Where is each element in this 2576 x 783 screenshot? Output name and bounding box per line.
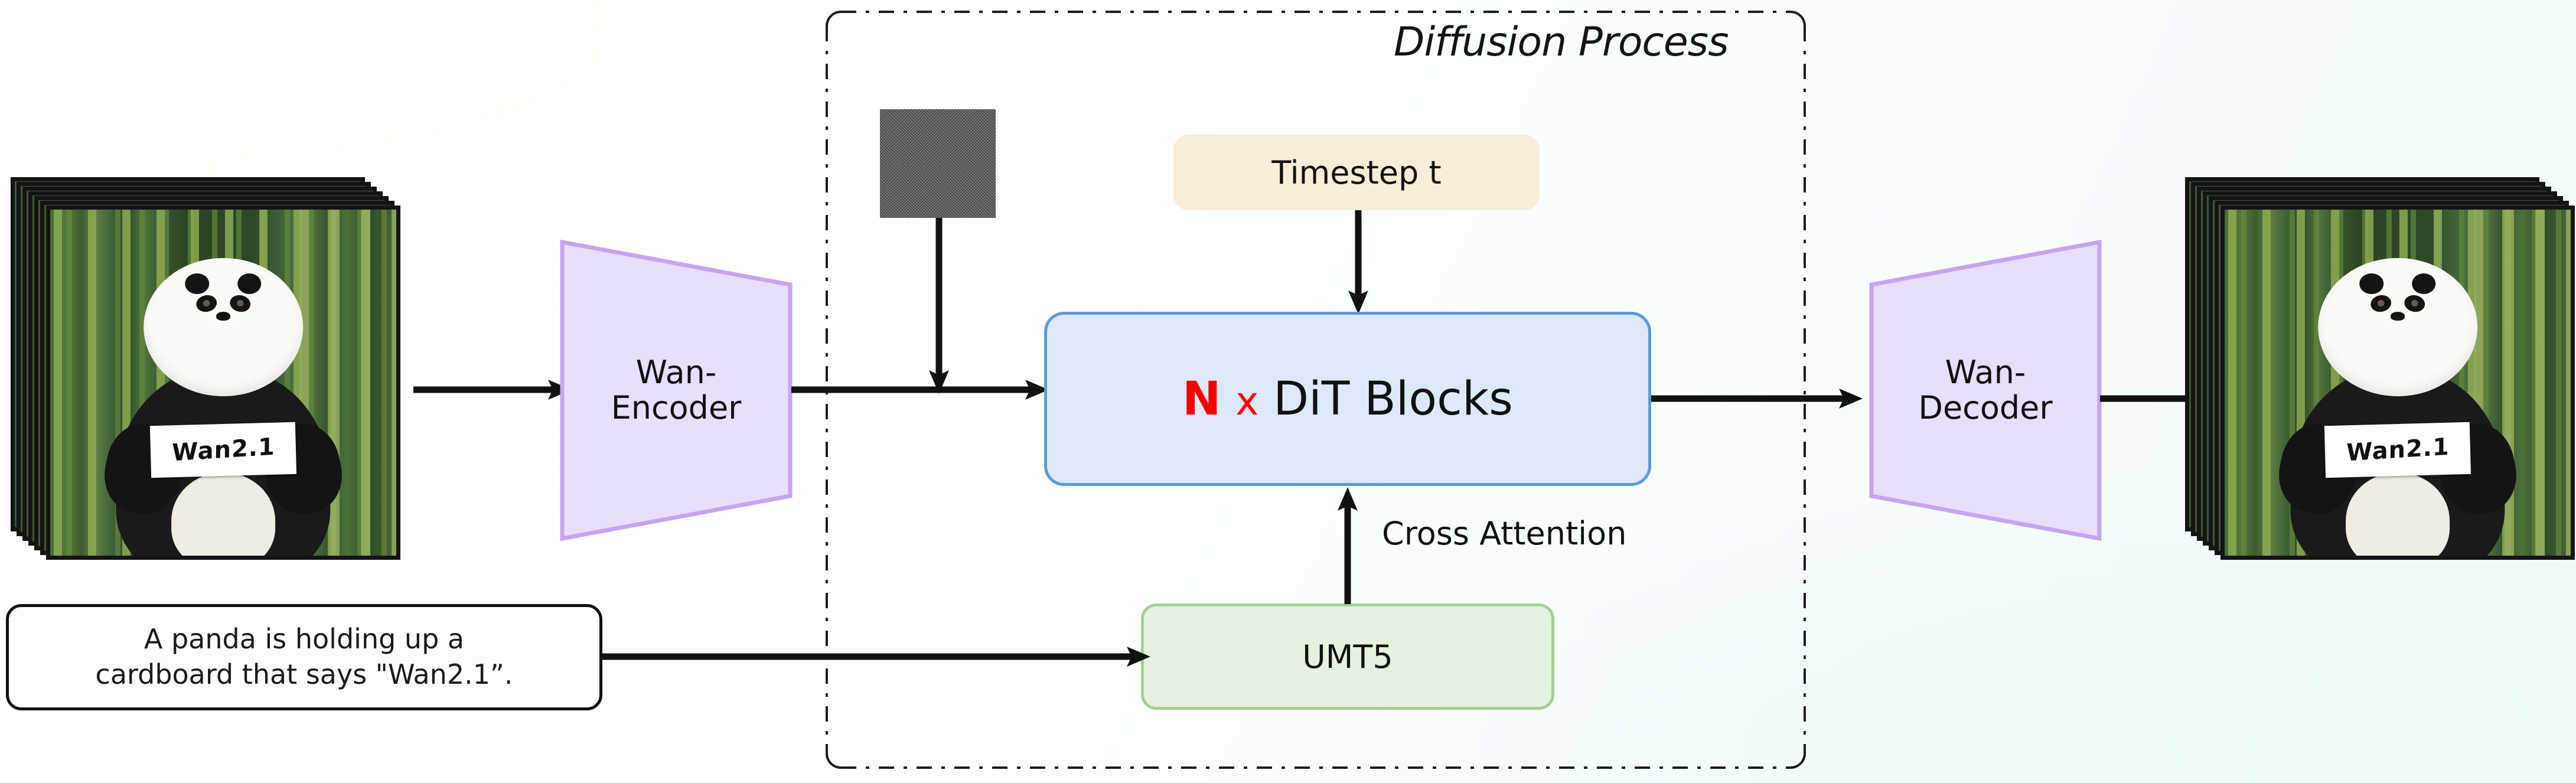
panda-eye-left [194, 293, 219, 314]
cardboard-sign-text: Wan2.1 [171, 433, 275, 467]
cardboard-sign-text: Wan2.1 [2346, 433, 2450, 467]
edge-timestep-to-dit [1345, 210, 1371, 315]
wan-encoder-label: Wan- Encoder [611, 353, 742, 426]
dit-blocks-text: DiT Blocks [1273, 372, 1513, 426]
panda-ear-left [2359, 273, 2383, 294]
text-prompt-line-1: A panda is holding up a [144, 623, 465, 655]
panda-pupil-right [2410, 299, 2419, 308]
panda-head [144, 258, 303, 397]
text-prompt-box[interactable]: A panda is holding up a cardboard that s… [6, 604, 602, 710]
cardboard-sign: Wan2.1 [2324, 422, 2471, 478]
dit-repeat-count: N [1182, 372, 1221, 426]
panda-nose [216, 312, 231, 321]
panda-ear-right [237, 273, 262, 294]
cross-attention-label: Cross Attention [1382, 515, 1627, 552]
output-video-frame-stack: Wan2.1 [2185, 177, 2575, 590]
input-video-frame-stack: Wan2.1 [11, 177, 400, 590]
timestep-block[interactable]: Timestep t [1173, 135, 1540, 210]
dit-blocks-block[interactable]: N x DiT Blocks [1044, 312, 1651, 486]
diffusion-process-label: Diffusion Process [1394, 19, 1729, 66]
edge-umt5-to-dit [1335, 486, 1361, 604]
dit-multiply-symbol: x [1235, 378, 1259, 424]
region-corner-bottom-right [1788, 751, 1806, 769]
region-corner-top-left [826, 11, 843, 28]
text-prompt-line-2: cardboard that says "Wan2.1”. [95, 658, 513, 690]
panda-illustration: Wan2.1 [50, 210, 396, 556]
cardboard-sign: Wan2.1 [149, 422, 297, 478]
panda-pupil-left [202, 299, 211, 308]
wan-encoder-block[interactable]: Wan- Encoder [560, 240, 793, 541]
panda-illustration: Wan2.1 [2225, 210, 2571, 556]
wan-decoder-block[interactable]: Wan- Decoder [1869, 240, 2102, 541]
wan-decoder-label: Wan- Decoder [1918, 353, 2053, 426]
edge-prompt-to-umt5 [602, 645, 1152, 668]
panda-ear-right [2412, 273, 2436, 294]
noise-latent-patch [880, 109, 996, 218]
dit-blocks-label-group: N x DiT Blocks [1182, 373, 1513, 426]
panda-eye-left [2369, 293, 2393, 314]
panda-ear-left [185, 273, 209, 294]
region-corner-top-right [1788, 11, 1806, 28]
edge-encoder-to-dit [791, 378, 1051, 402]
panda-head [2318, 258, 2477, 397]
panda-belly [2346, 472, 2450, 556]
panda-eye-right [228, 293, 252, 314]
panda-nose [2390, 312, 2405, 321]
panda-belly [171, 472, 275, 556]
umt5-text-encoder-block[interactable]: UMT5 [1141, 603, 1554, 710]
region-border-bottom [841, 766, 1791, 769]
region-border-right [1804, 26, 1806, 753]
edge-input-to-encoder [413, 378, 573, 402]
panda-pupil-right [236, 299, 244, 308]
panda-pupil-left [2376, 299, 2385, 308]
timestep-label: Timestep t [1271, 154, 1442, 191]
video-frame-front: Wan2.1 [2220, 205, 2575, 560]
panda-eye-right [2402, 293, 2427, 314]
edge-noise-to-latent-stream [926, 218, 952, 395]
text-prompt-content: A panda is holding up a cardboard that s… [76, 622, 533, 693]
umt5-label: UMT5 [1302, 638, 1393, 676]
region-border-top [841, 11, 1791, 13]
region-corner-bottom-left [826, 751, 843, 769]
video-frame-front: Wan2.1 [46, 205, 400, 560]
edge-dit-to-decoder [1651, 387, 1864, 410]
